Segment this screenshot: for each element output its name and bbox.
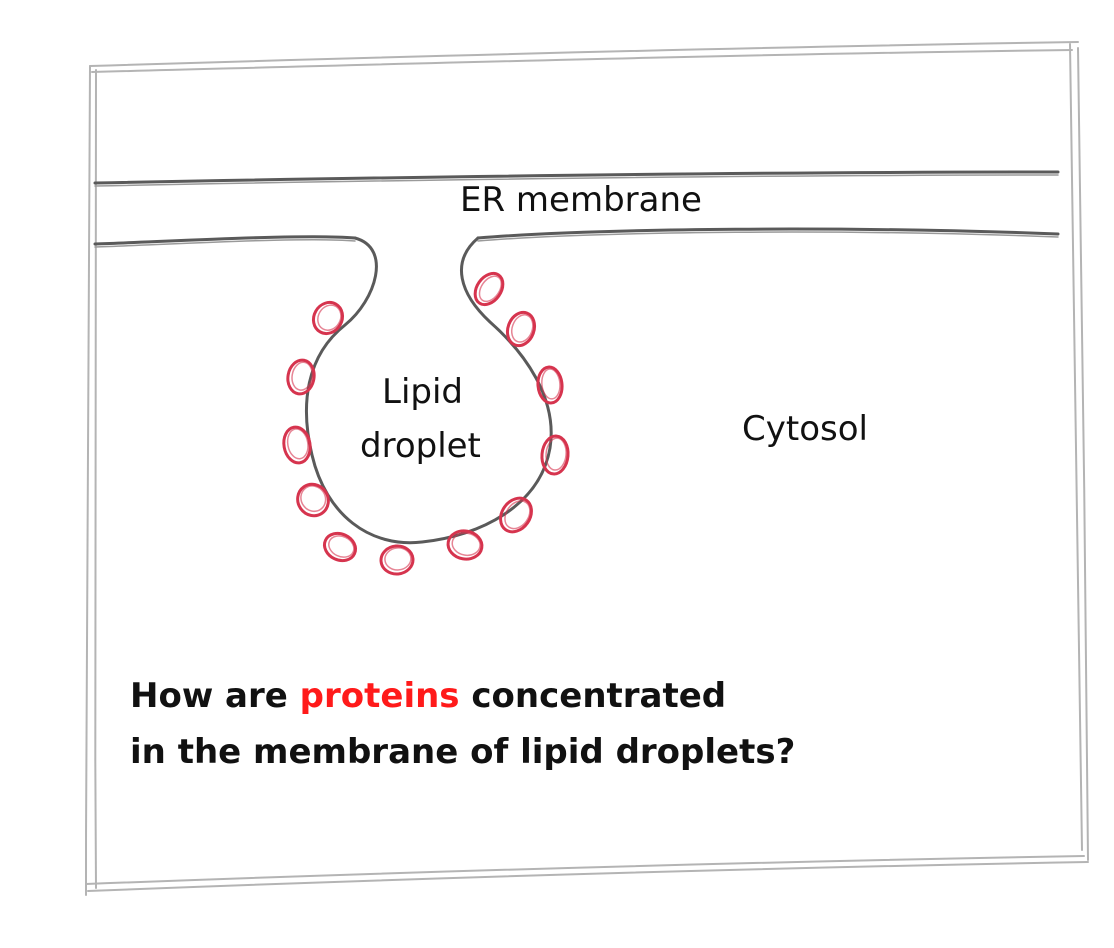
protein-marker-5-inner [504,500,531,530]
protein-marker-8-inner [328,535,355,558]
question-line1-end: concentrated [460,676,727,716]
lipid-droplet-label-line2: droplet [360,426,481,466]
protein-marker-11-inner [291,361,314,391]
protein-marker-6-inner [451,532,481,557]
cytosol-label: Cytosol [742,409,868,449]
protein-marker-10-inner [286,428,309,460]
er-membrane [93,170,1060,248]
question-line2: in the membrane of lipid droplets? [130,732,795,772]
protein-marker-1 [473,271,505,307]
protein-marker-3-inner [541,368,561,400]
protein-marker-9 [296,482,330,518]
pencil-frame [85,41,1089,896]
question-line1: How are proteins concentrated [130,676,726,716]
protein-marker-10 [282,425,312,465]
lipid-droplet-label-line1: Lipid [382,372,463,412]
lipid-droplet-outline [304,236,553,545]
protein-markers [282,271,570,576]
protein-marker-12-inner [317,304,342,331]
protein-marker-7-inner [384,547,412,571]
protein-marker-8 [322,531,358,563]
er-membrane-label: ER membrane [460,180,702,220]
protein-marker-5 [499,496,533,534]
protein-marker-2-inner [510,314,534,343]
protein-marker-11 [286,358,316,396]
protein-marker-3 [536,365,564,405]
protein-marker-9-inner [300,485,327,513]
protein-marker-4 [540,434,570,476]
question-highlight-proteins: proteins [300,676,460,716]
question-line1-start: How are [130,676,300,716]
protein-marker-4-inner [545,437,567,471]
protein-marker-12 [311,300,345,336]
protein-marker-6 [446,529,484,561]
protein-marker-1-inner [478,275,503,303]
protein-marker-7 [379,544,415,576]
protein-marker-2 [505,310,537,348]
